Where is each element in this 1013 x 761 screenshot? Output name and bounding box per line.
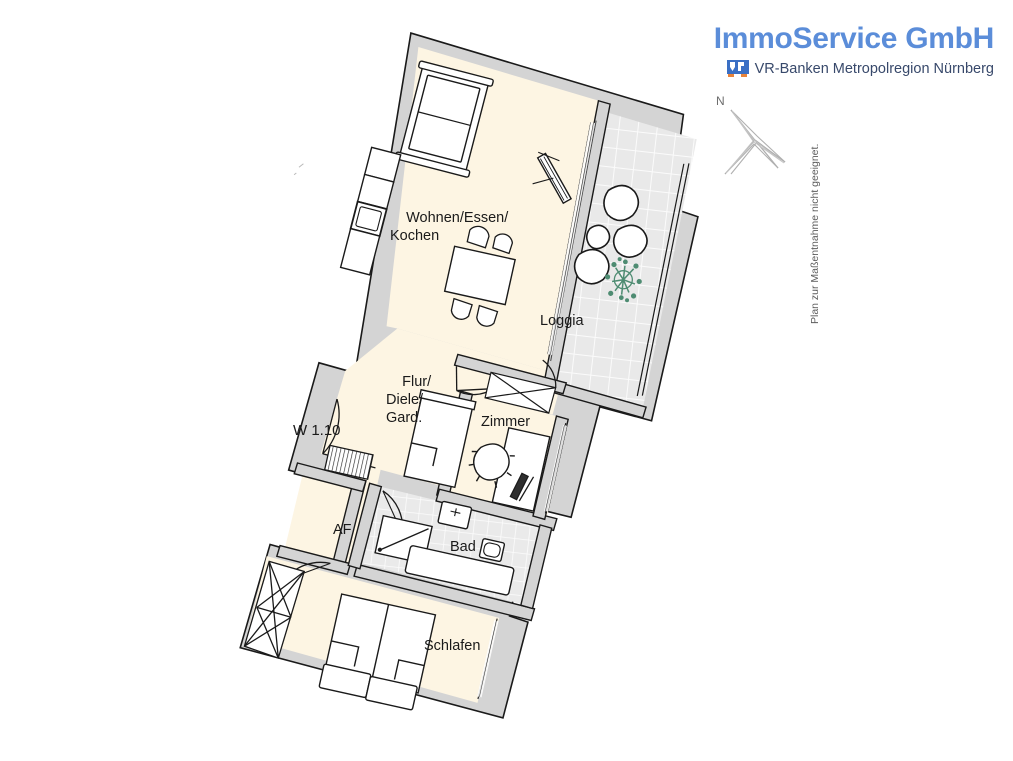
room-label-wohnen: Wohnen/Essen/Kochen bbox=[390, 210, 509, 245]
vr-banken-logo-icon bbox=[726, 60, 749, 78]
room-label-loggia: Loggia bbox=[540, 313, 584, 329]
survey-ticks bbox=[293, 163, 304, 176]
loggia-lower-panel bbox=[484, 371, 557, 414]
plant-icon bbox=[604, 257, 642, 303]
room-label-af: AF bbox=[333, 522, 352, 538]
windows bbox=[477, 120, 690, 700]
furniture-bad bbox=[374, 500, 515, 596]
room-label-flur: Flur/Diele/Gard. bbox=[386, 374, 432, 427]
brand-subtitle: VR-Banken Metropolregion Nürnberg bbox=[754, 61, 994, 77]
room-label-zimmer: Zimmer bbox=[481, 414, 531, 430]
brand-title: ImmoService GmbH bbox=[713, 22, 995, 55]
furniture-schlafen bbox=[243, 560, 437, 711]
compass-rose-icon bbox=[724, 109, 786, 175]
unit-number-label: W 1.10 bbox=[293, 422, 341, 439]
furniture-living bbox=[339, 60, 573, 327]
furniture-loggia bbox=[573, 184, 648, 285]
compass-rose: N bbox=[707, 94, 802, 182]
scale-disclaimer: Plan zur Maßentnahme nicht geeignet. bbox=[809, 143, 821, 324]
brand-block: ImmoService GmbH VR-Banken Metropolregio… bbox=[694, 22, 994, 94]
room-label-schlafen: Schlafen bbox=[424, 638, 481, 654]
room-label-bad: Bad bbox=[450, 539, 476, 555]
furniture-zimmer bbox=[403, 388, 551, 512]
furniture-af bbox=[323, 444, 374, 481]
compass-north-label: N bbox=[716, 94, 725, 108]
